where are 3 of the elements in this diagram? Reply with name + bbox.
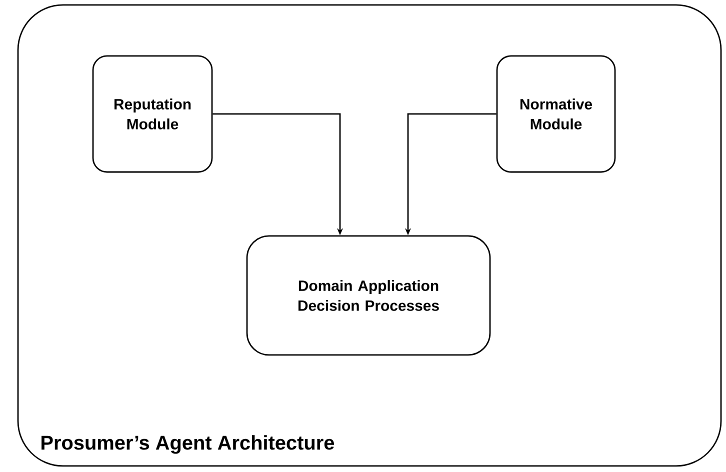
module-box: Normative Module: [496, 55, 616, 173]
module-box: Domain Application Decision Processes: [246, 235, 491, 356]
module-box: Reputation Module: [92, 55, 213, 173]
